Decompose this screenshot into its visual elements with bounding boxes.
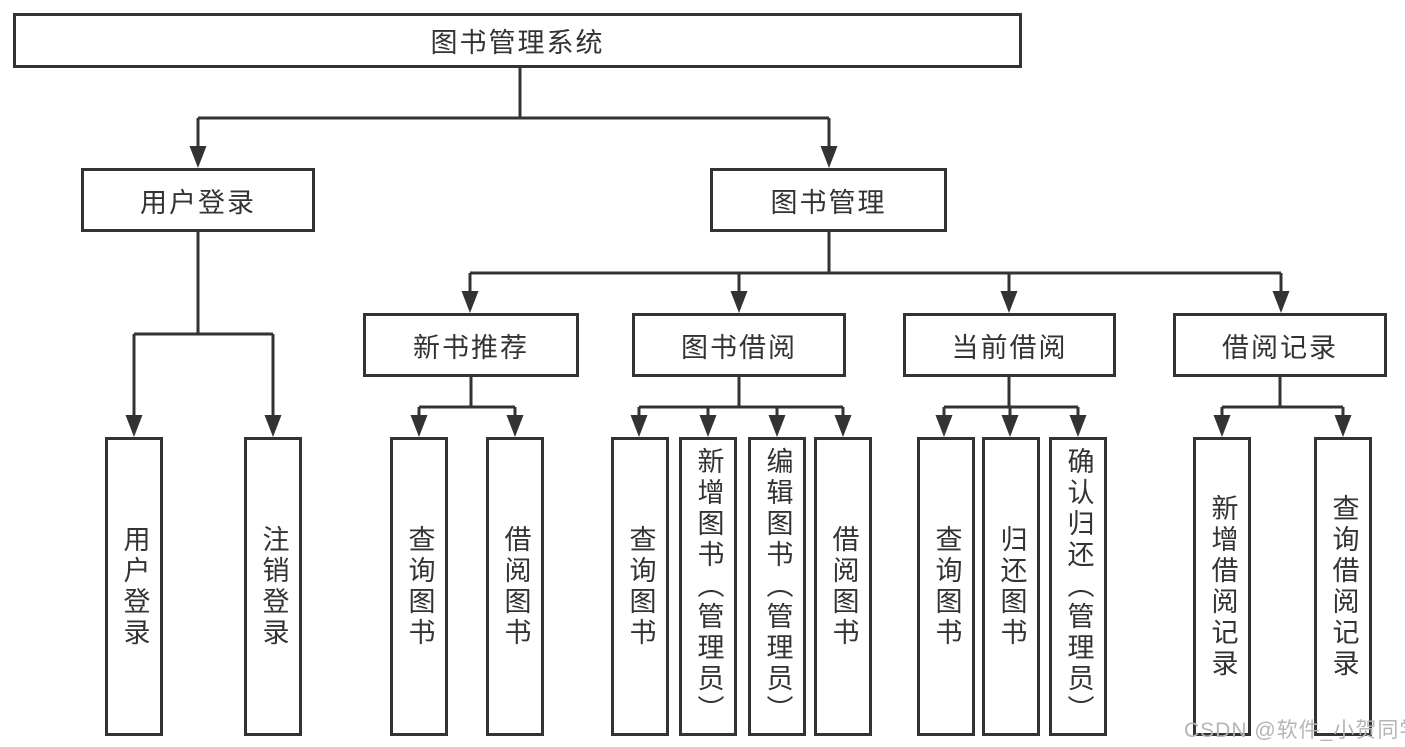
leaf-label: 归还图书 bbox=[996, 524, 1027, 649]
branch-user-login bbox=[125, 232, 282, 437]
leaf-label: 新增图书（管理员） bbox=[693, 447, 724, 726]
branch-borrow-records bbox=[1213, 377, 1352, 437]
leaf-query-books-current: 查询图书 bbox=[917, 437, 975, 736]
node-new-book-recommend: 新书推荐 bbox=[363, 313, 579, 377]
node-book-borrow: 图书借阅 bbox=[632, 313, 846, 377]
leaf-label: 借阅图书 bbox=[828, 524, 859, 649]
leaf-add-books-admin: 新增图书（管理员） bbox=[679, 437, 737, 736]
branch-book-management bbox=[461, 232, 1290, 313]
leaf-query-books-recommend: 查询图书 bbox=[390, 437, 448, 736]
leaf-label: 借阅图书 bbox=[500, 524, 531, 649]
leaf-label: 查询图书 bbox=[404, 524, 435, 649]
node-current-borrow: 当前借阅 bbox=[903, 313, 1116, 377]
branch-book-borrow bbox=[630, 377, 852, 437]
node-borrow-records: 借阅记录 bbox=[1173, 313, 1387, 377]
branch-current-borrow bbox=[935, 377, 1087, 437]
leaf-label: 新增借阅记录 bbox=[1207, 493, 1238, 680]
leaf-label: 确认归还（管理员） bbox=[1063, 447, 1094, 726]
leaf-label: 用户登录 bbox=[119, 524, 150, 649]
leaf-user-login: 用户登录 bbox=[105, 437, 163, 736]
leaf-label: 查询图书 bbox=[625, 524, 656, 649]
leaf-query-borrow-record: 查询借阅记录 bbox=[1314, 437, 1372, 736]
leaf-edit-books-admin: 编辑图书（管理员） bbox=[748, 437, 806, 736]
leaf-logout: 注销登录 bbox=[244, 437, 302, 736]
leaf-add-borrow-record: 新增借阅记录 bbox=[1193, 437, 1251, 736]
leaf-query-books-borrow: 查询图书 bbox=[611, 437, 669, 736]
leaf-label: 编辑图书（管理员） bbox=[762, 447, 793, 726]
leaf-confirm-return-admin: 确认归还（管理员） bbox=[1049, 437, 1107, 736]
node-user-login: 用户登录 bbox=[81, 168, 315, 232]
node-root-library-system: 图书管理系统 bbox=[13, 13, 1022, 68]
leaf-borrow-books-recommend: 借阅图书 bbox=[486, 437, 544, 736]
branch-new-book-recommend bbox=[410, 377, 524, 437]
leaf-label: 注销登录 bbox=[258, 524, 289, 649]
leaf-label: 查询借阅记录 bbox=[1328, 493, 1359, 680]
leaf-return-books: 归还图书 bbox=[982, 437, 1040, 736]
csdn-watermark: CSDN @软件_小贺同学 bbox=[1184, 719, 1405, 742]
branch-root-to-level2 bbox=[189, 68, 838, 168]
leaf-borrow-books: 借阅图书 bbox=[814, 437, 872, 736]
leaf-label: 查询图书 bbox=[931, 524, 962, 649]
node-book-management: 图书管理 bbox=[710, 168, 947, 232]
